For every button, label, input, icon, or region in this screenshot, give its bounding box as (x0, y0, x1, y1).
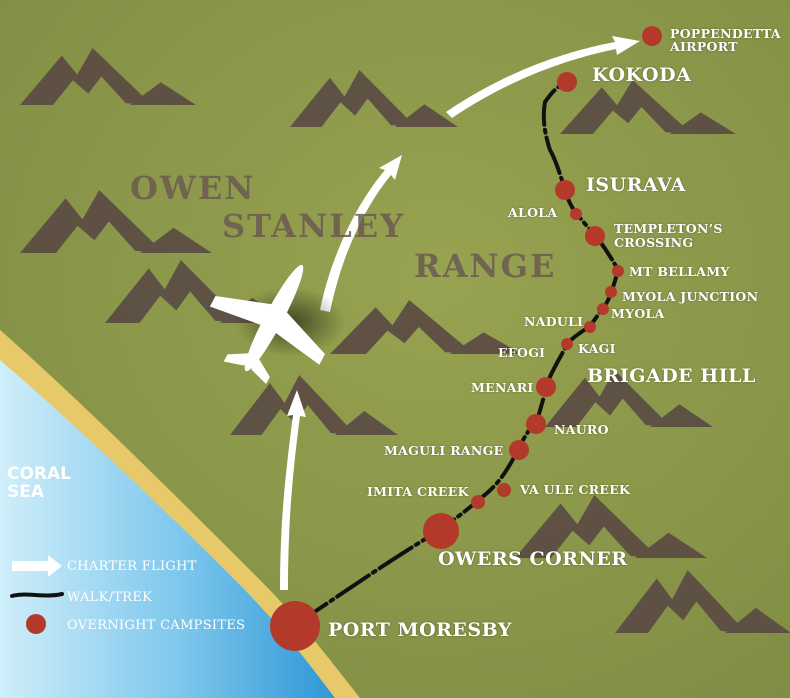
place-isurava: ISURAVA (586, 174, 686, 196)
place-templetons-line-2: CROSSING (614, 235, 694, 251)
campsite-marker-icon (561, 338, 573, 350)
place-naduli: NADULI (524, 314, 584, 329)
trail-sample (10, 592, 64, 598)
place-myola-junction: MYOLA JUNCTION (622, 289, 759, 304)
region-label-range: RANGE (414, 247, 557, 285)
place-myola: MYOLA (611, 306, 665, 321)
sea-label-line-1: CORAL (7, 464, 72, 484)
sea-label: CORAL SEA (7, 464, 72, 502)
campsite-marker-icon (423, 513, 459, 549)
campsite-markers (270, 26, 662, 651)
region-label-stanley: STANLEY (222, 207, 405, 245)
place-poppendetta-line-2: AIRPORT (670, 39, 738, 55)
campsite-marker-icon (536, 377, 556, 397)
place-kokoda: KOKODA (592, 64, 692, 86)
place-port-moresby: PORT MORESBY (328, 619, 512, 641)
place-imita-creek: IMITA CREEK (367, 484, 469, 499)
place-kagi: KAGI (578, 341, 616, 356)
campsite-marker-icon (270, 601, 320, 651)
campsite-marker-icon (555, 180, 575, 200)
place-maguli-range: MAGULI RANGE (384, 443, 504, 458)
place-alola: ALOLA (508, 205, 558, 220)
region-label-owen: OWEN (130, 169, 256, 207)
flight-arrow-icon (280, 36, 640, 590)
campsite-marker-icon (597, 303, 609, 315)
coral-sea (0, 360, 335, 698)
campsite-marker-icon (642, 26, 662, 46)
place-owers-corner: OWERS CORNER (438, 548, 628, 570)
campsite-marker-icon (526, 414, 546, 434)
campsite-marker-icon (557, 72, 577, 92)
campsite-marker-icon (509, 440, 529, 460)
campsite-marker-icon (26, 614, 46, 634)
flight-arrow-icon (12, 555, 62, 577)
legend-graphics (10, 555, 64, 634)
sea-label-line-2: SEA (7, 481, 45, 502)
campsite-marker-icon (605, 286, 617, 298)
place-templetons-line-1: TEMPLETON’S (614, 221, 723, 236)
campsite-marker-icon (612, 265, 624, 277)
airplane-icon (209, 264, 325, 385)
place-brigade-hill: BRIGADE HILL (587, 365, 756, 387)
campsite-marker-icon (471, 495, 485, 509)
campsite-marker-icon (497, 483, 511, 497)
campsite-marker-icon (585, 226, 605, 246)
place-poppendetta-airport: POPPENDETTA AIRPORT (670, 27, 781, 53)
legend-charter-flight: CHARTER FLIGHT (67, 559, 197, 574)
legend-overnight-campsites: OVERNIGHT CAMPSITES (67, 618, 246, 633)
place-va-ule-creek: VA ULE CREEK (520, 482, 631, 497)
place-nauro: NAURO (554, 422, 609, 437)
place-templetons-crossing: TEMPLETON’S CROSSING (614, 221, 723, 251)
place-mt-bellamy: MT BELLAMY (629, 264, 730, 279)
campsite-marker-icon (584, 321, 596, 333)
campsite-marker-icon (570, 208, 582, 220)
legend-walk-trek: WALK/TREK (67, 590, 153, 605)
place-poppendetta-line-1: POPPENDETTA (670, 26, 781, 41)
place-efogi: EFOGI (498, 345, 546, 360)
place-menari: MENARI (471, 380, 534, 395)
